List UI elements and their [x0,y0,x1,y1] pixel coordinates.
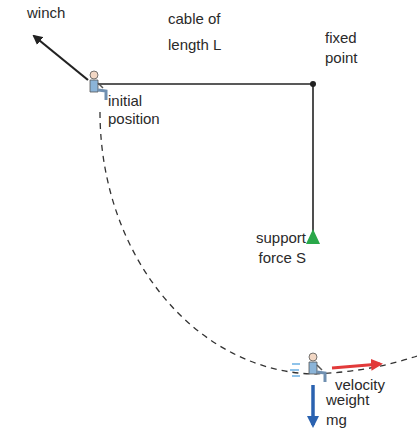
fixed-point-label: fixed point [325,28,385,68]
support-arrowhead [306,229,320,244]
velocity-arrow [332,364,380,368]
cable-label: cable of length L [168,6,250,58]
winch-arrow [34,36,88,80]
support-arrow [311,236,315,348]
weight-label: weight mg [326,390,386,430]
rider-figure [90,71,106,100]
support-force-label: support force S [236,228,306,268]
motion-lines [290,364,300,376]
cable-line [312,84,314,240]
winch-label: winch [27,4,87,22]
initial-position-label: initial position [108,92,178,128]
cable-line [98,83,313,85]
rider-figure [309,353,325,382]
weight-arrow [311,385,315,425]
swing-path [100,112,417,374]
